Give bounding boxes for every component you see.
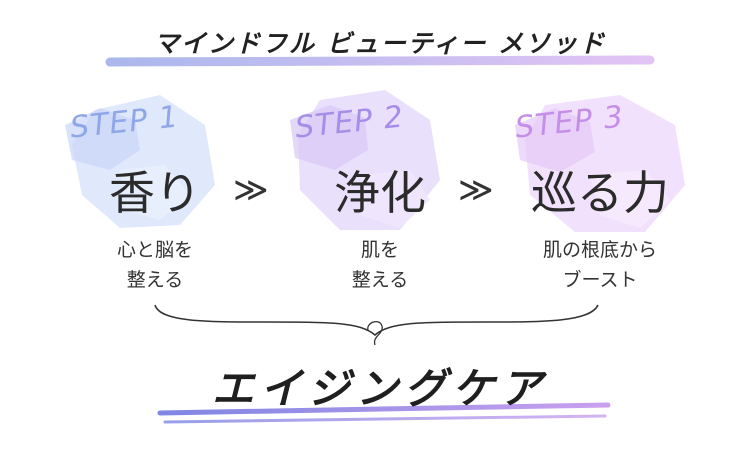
step-1-main: 香り xyxy=(109,166,201,220)
step1-blob-accent xyxy=(120,165,190,220)
step-2-desc-line1: 肌を xyxy=(360,239,399,261)
step2-blob-accent xyxy=(360,170,430,228)
step-2-main: 浄化 xyxy=(334,166,426,220)
step-1-label: STEP 1 xyxy=(68,99,181,146)
bottom-underline-1 xyxy=(157,402,611,416)
step-2-desc-line2: 整える xyxy=(351,269,409,291)
step3-blob-accent xyxy=(590,170,670,228)
step-3-desc-line2: ブースト xyxy=(562,269,638,291)
method-title-text: マインドフル ビューティー メソッド xyxy=(154,29,606,58)
step-1-desc-line1: 心と脳を xyxy=(116,239,193,261)
step-3: STEP 3 巡る力 肌の根底から ブースト xyxy=(505,95,695,295)
step-3-desc: 肌の根底から ブースト xyxy=(485,235,715,295)
step1-blob-small xyxy=(65,108,140,170)
step2-blob-small xyxy=(290,105,368,170)
title-underline xyxy=(105,55,655,67)
step-2-desc: 肌を 整える xyxy=(265,235,495,295)
method-title: マインドフル ビューティー メソッド xyxy=(110,18,650,70)
step-2-label: STEP 2 xyxy=(293,99,406,146)
step-1: STEP 1 香り 心と脳を 整える xyxy=(60,95,250,295)
curly-brace-loop xyxy=(367,320,383,346)
step-3-label: STEP 3 xyxy=(513,99,626,146)
step3-blob-small xyxy=(515,108,595,172)
chevron-right-icon: ≫ xyxy=(233,170,268,210)
step-3-main: 巡る力 xyxy=(531,166,669,220)
step-1-desc-line2: 整える xyxy=(126,269,184,291)
chevron-right-icon: ≫ xyxy=(458,170,493,210)
aging-care-title: エイジングケア xyxy=(211,364,548,413)
step-2: STEP 2 浄化 肌を 整える xyxy=(285,95,475,295)
bottom-underline-2 xyxy=(163,414,607,424)
step-3-desc-line1: 肌の根底から xyxy=(542,239,657,261)
curly-brace xyxy=(154,304,599,336)
step-1-desc: 心と脳を 整える xyxy=(40,235,270,295)
